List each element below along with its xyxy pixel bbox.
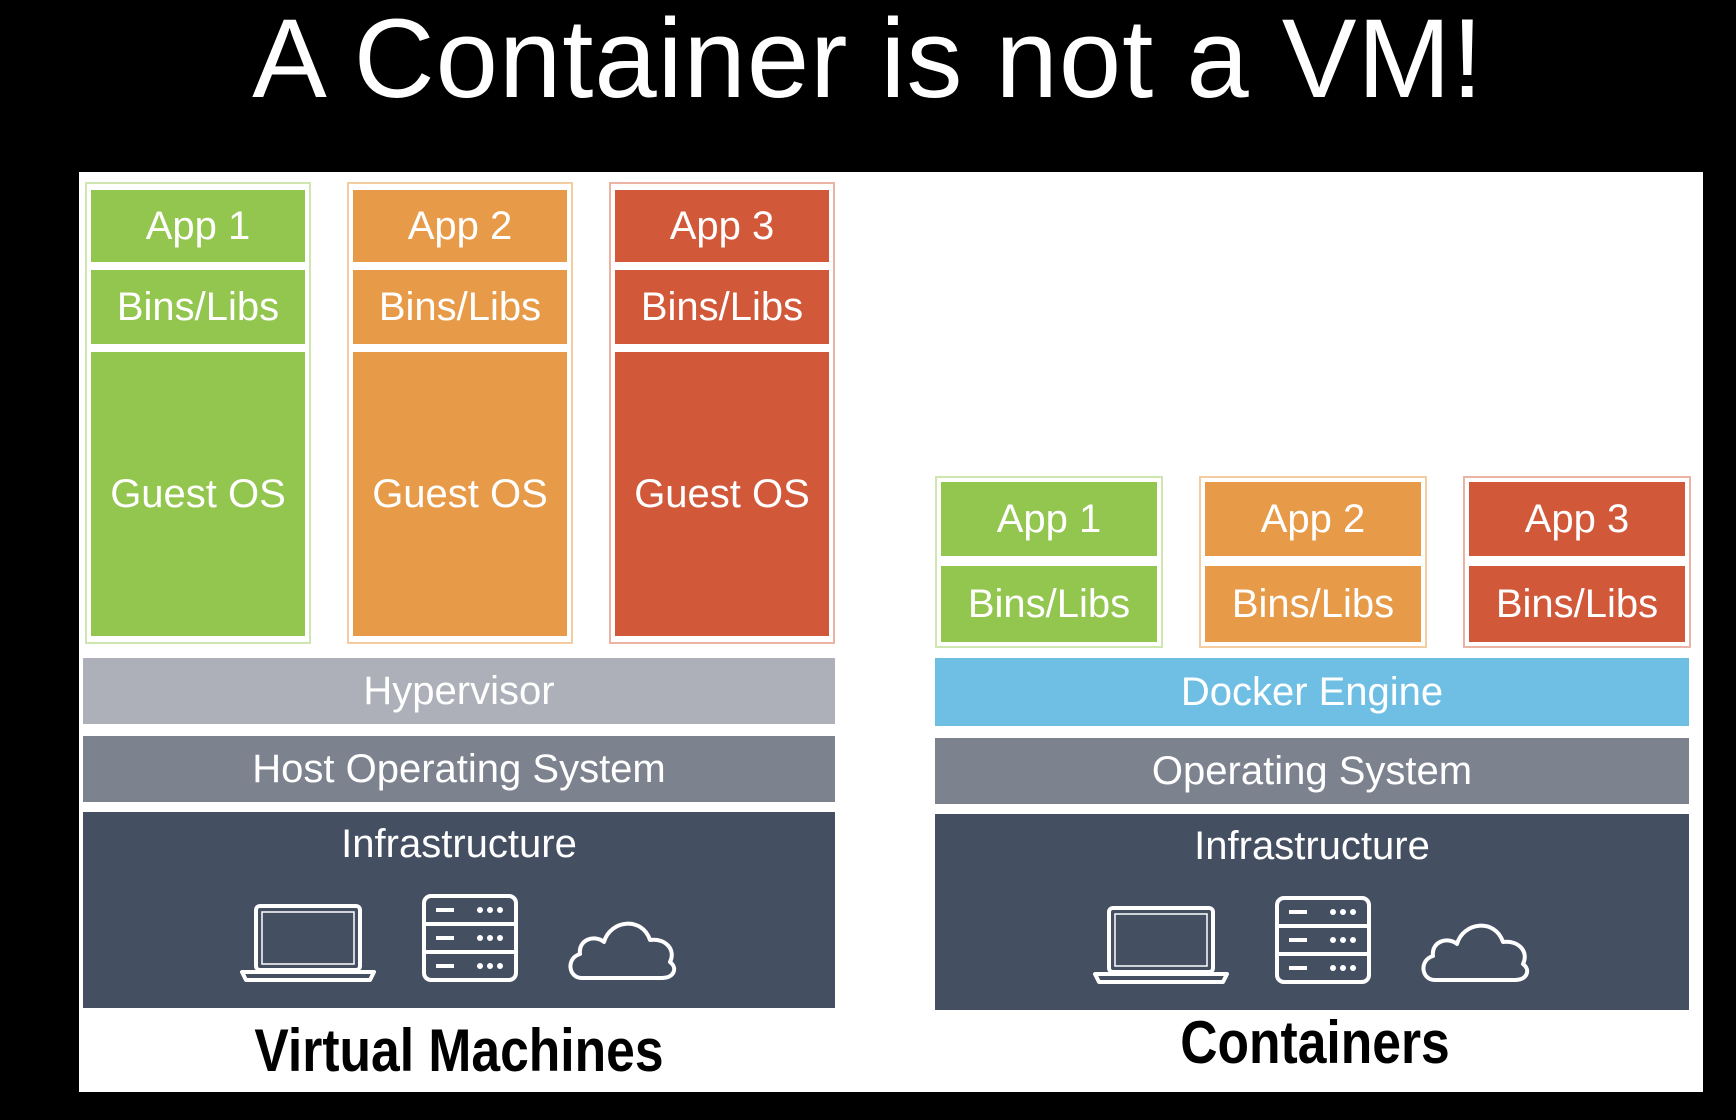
containers-caption: Containers <box>1180 1009 1450 1076</box>
container-libs-1: Bins/Libs <box>941 566 1157 642</box>
container-column-1: App 1 Bins/Libs <box>935 476 1163 648</box>
vm-stack: App 1 Bins/Libs Guest OS App 2 Bins/Libs… <box>79 172 839 1092</box>
server-icon <box>1273 894 1373 986</box>
vm-guest-os-1: Guest OS <box>91 352 305 636</box>
hypervisor-layer: Hypervisor <box>83 658 835 724</box>
container-app-1: App 1 <box>941 482 1157 556</box>
vm-app-2: App 2 <box>353 190 567 262</box>
container-os-layer: Operating System <box>935 738 1689 804</box>
container-column-2: App 2 Bins/Libs <box>1199 476 1427 648</box>
vm-column-1: App 1 Bins/Libs Guest OS <box>85 182 311 644</box>
vm-guest-os-2: Guest OS <box>353 352 567 636</box>
vm-guest-os-3: Guest OS <box>615 352 829 636</box>
vm-infrastructure-label: Infrastructure <box>341 822 577 866</box>
vm-column-2: App 2 Bins/Libs Guest OS <box>347 182 573 644</box>
vm-app-1: App 1 <box>91 190 305 262</box>
container-libs-3: Bins/Libs <box>1469 566 1685 642</box>
docker-engine-layer: Docker Engine <box>935 658 1689 726</box>
vm-infrastructure-icons <box>83 892 835 984</box>
container-infrastructure-label: Infrastructure <box>1194 824 1430 868</box>
vm-libs-1: Bins/Libs <box>91 270 305 344</box>
container-infrastructure-icons <box>935 894 1689 986</box>
diagram-panel: App 1 Bins/Libs Guest OS App 2 Bins/Libs… <box>79 172 1703 1092</box>
container-libs-2: Bins/Libs <box>1205 566 1421 642</box>
container-infrastructure-layer: Infrastructure <box>935 814 1689 1010</box>
server-icon <box>420 892 520 984</box>
vm-caption: Virtual Machines <box>254 1017 664 1084</box>
container-column-3: App 3 Bins/Libs <box>1463 476 1691 648</box>
container-app-2: App 2 <box>1205 482 1421 556</box>
container-app-3: App 3 <box>1469 482 1685 556</box>
laptop-icon <box>238 900 378 984</box>
vm-column-3: App 3 Bins/Libs Guest OS <box>609 182 835 644</box>
vm-libs-3: Bins/Libs <box>615 270 829 344</box>
container-stack: App 1 Bins/Libs App 2 Bins/Libs App 3 Bi… <box>935 172 1695 1092</box>
vm-libs-2: Bins/Libs <box>353 270 567 344</box>
laptop-icon <box>1091 902 1231 986</box>
vm-infrastructure-layer: Infrastructure <box>83 812 835 1008</box>
slide-title: A Container is not a VM! <box>252 0 1484 121</box>
cloud-icon <box>1415 916 1533 986</box>
vm-app-3: App 3 <box>615 190 829 262</box>
host-os-layer: Host Operating System <box>83 736 835 802</box>
cloud-icon <box>562 914 680 984</box>
